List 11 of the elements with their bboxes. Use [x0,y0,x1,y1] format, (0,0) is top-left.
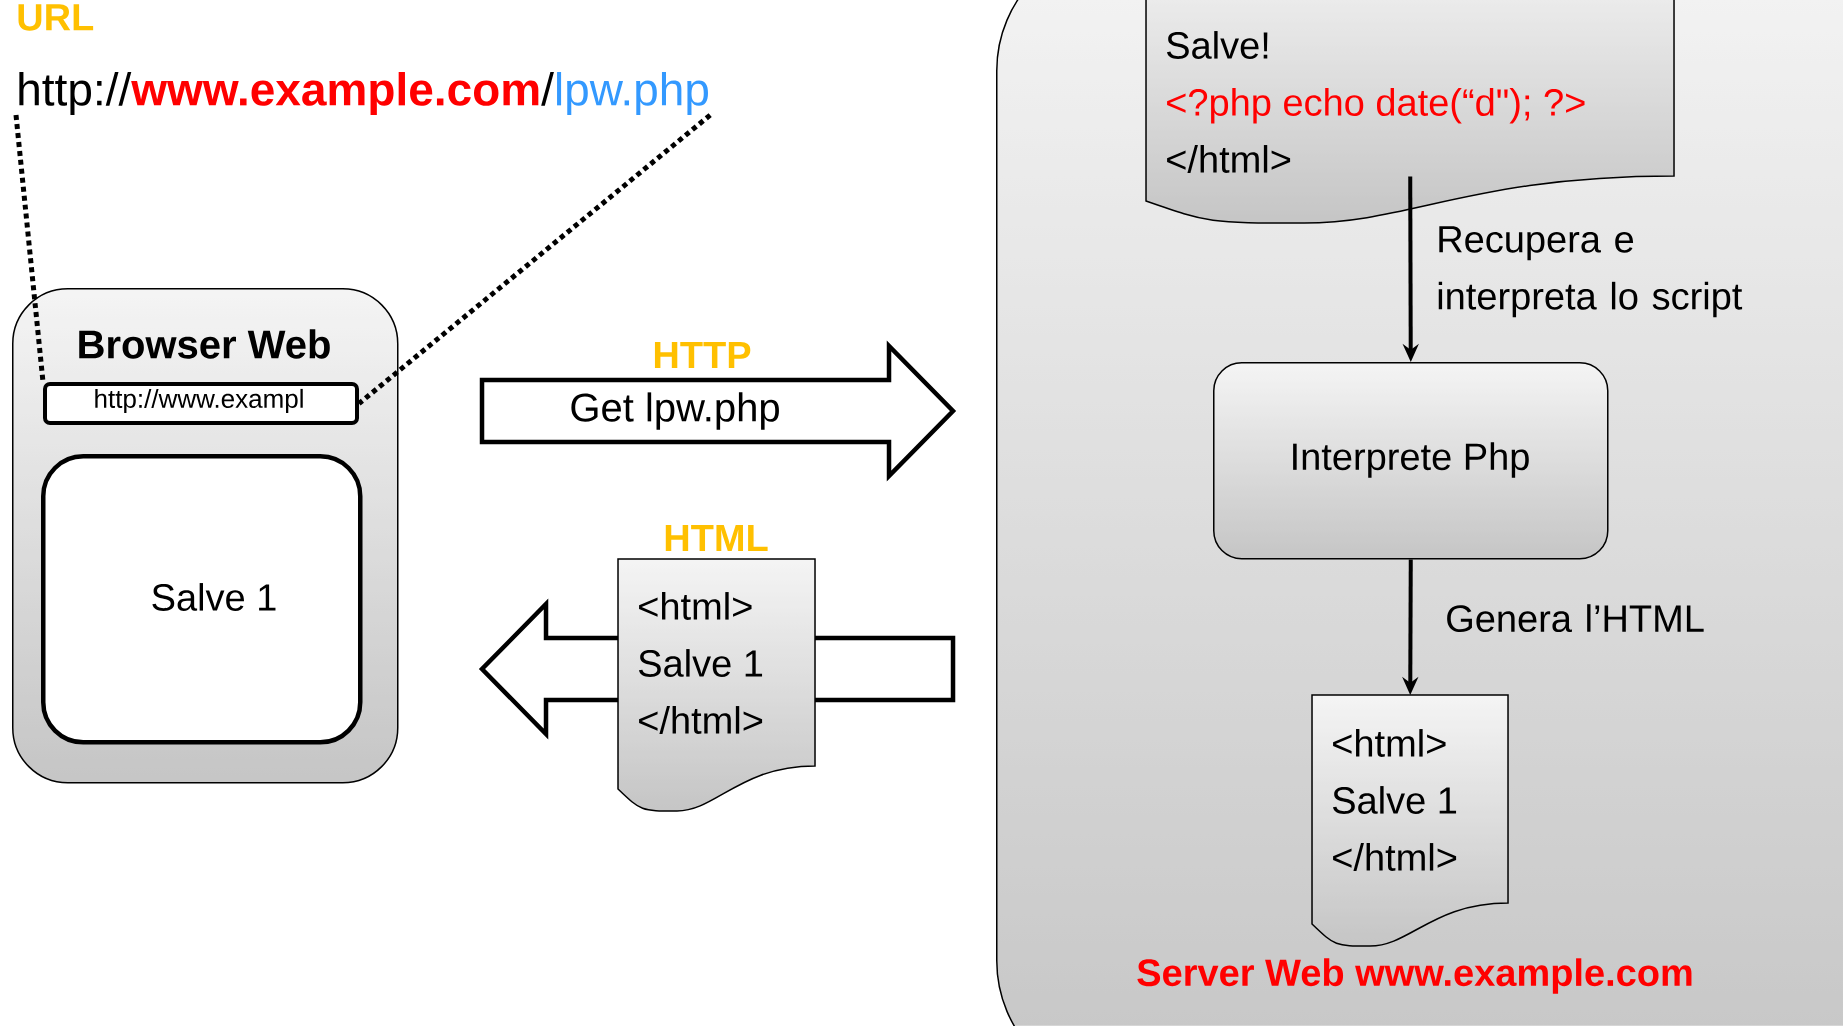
protocol-label: HTTP [654,341,751,369]
edge-label: Genera l’HTML [1447,604,1704,633]
process-box: Interprete Php [1213,362,1609,560]
url-text: URL http://www.example.com/lpw.php [18,4,708,115]
edge-label: Get lpw.php [567,390,783,432]
document-heading: HTML [665,524,768,552]
leader-line [357,113,712,406]
edge-label: Recupera e interpreta lo script [1438,226,1743,318]
address-bar: http://www.exampl [43,382,359,425]
leader-line [13,114,46,383]
page-area: Salve 1 [41,454,363,745]
